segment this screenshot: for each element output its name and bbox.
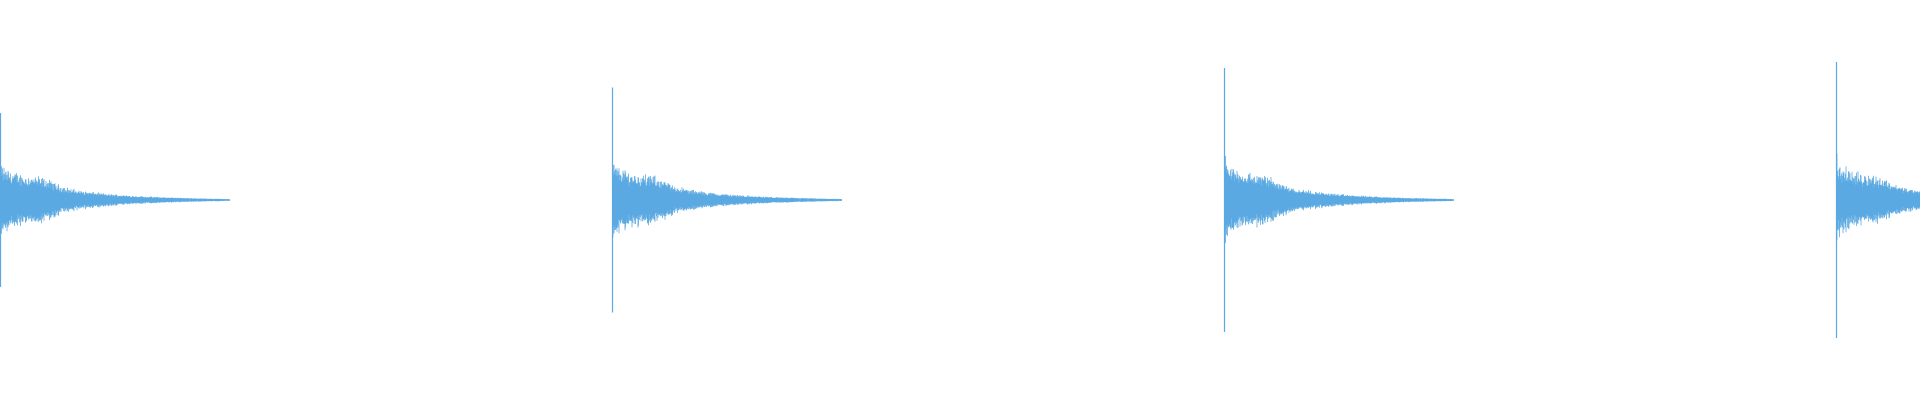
beat-decay <box>1836 153 1920 241</box>
beat-4 <box>1835 62 1920 338</box>
beat-decay <box>612 164 842 237</box>
waveform-beats <box>0 62 1920 338</box>
beat-2 <box>611 87 842 313</box>
beat-3 <box>1223 68 1454 332</box>
beat-1 <box>0 113 230 287</box>
